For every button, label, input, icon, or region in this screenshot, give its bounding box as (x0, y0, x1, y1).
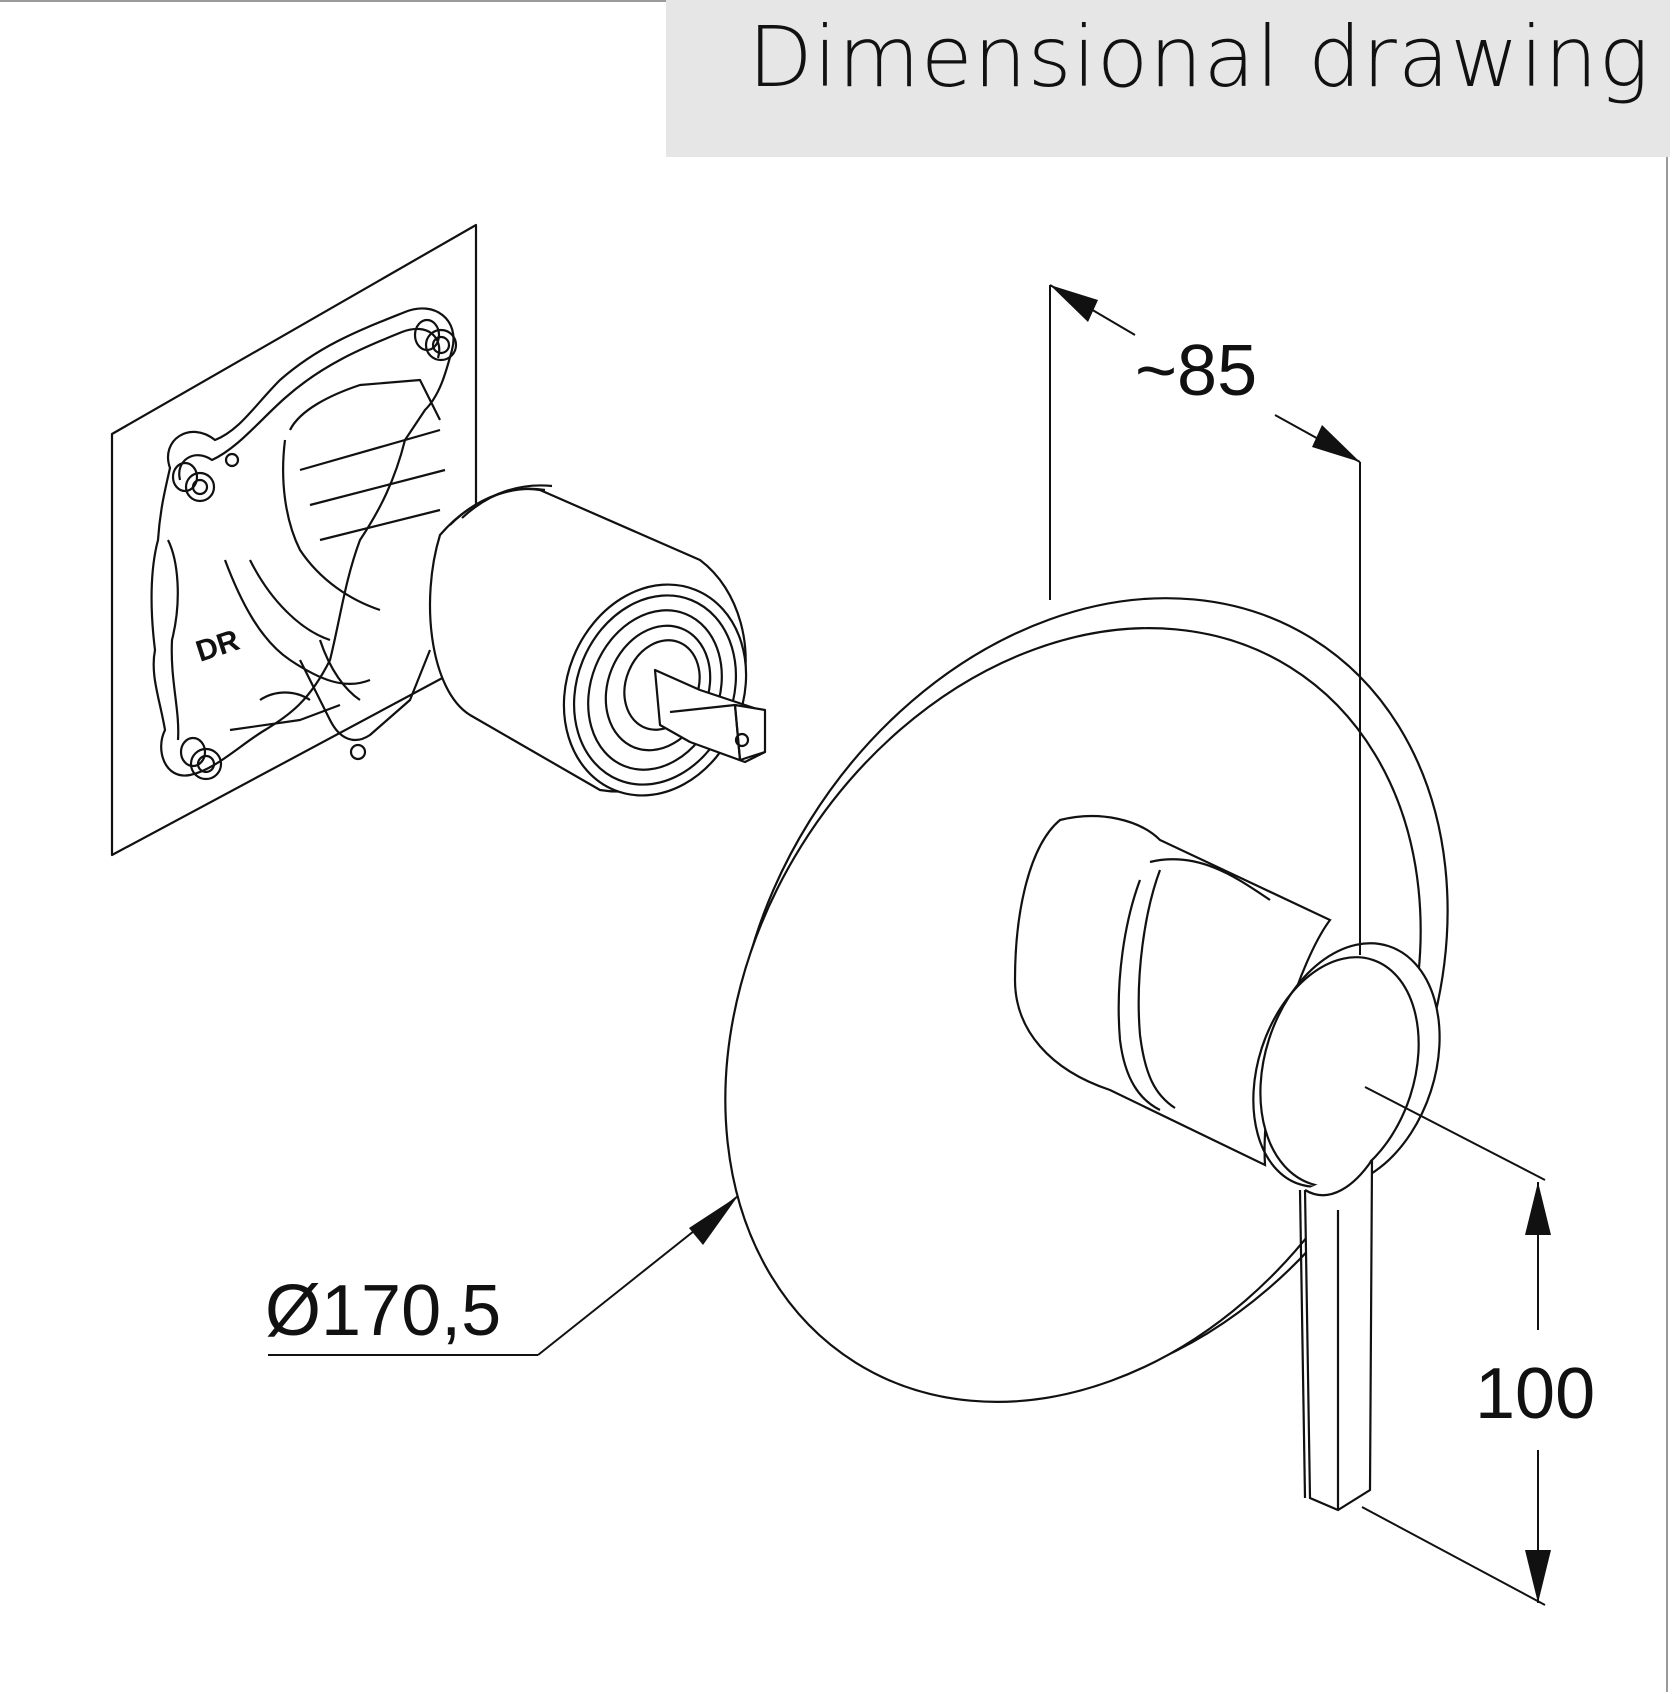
rough-in-valve-body: DR (110, 223, 767, 857)
dimension-height: 100 (1475, 1354, 1595, 1434)
bolt-holes (171, 318, 458, 781)
handle-cap (1259, 942, 1441, 1188)
dimension-depth: ~85 (1135, 331, 1257, 411)
title-box: Dimensional drawing (666, 0, 1670, 157)
dimension-diameter: Ø170,5 (265, 1271, 501, 1351)
dimension-lines (268, 284, 1551, 1606)
handle-base (1013, 814, 1332, 1167)
valve-flange (150, 307, 455, 777)
page-title: Dimensional drawing (747, 8, 1650, 106)
trim-set (724, 597, 1449, 1512)
spindle (653, 668, 767, 764)
mounting-plate (110, 223, 478, 857)
